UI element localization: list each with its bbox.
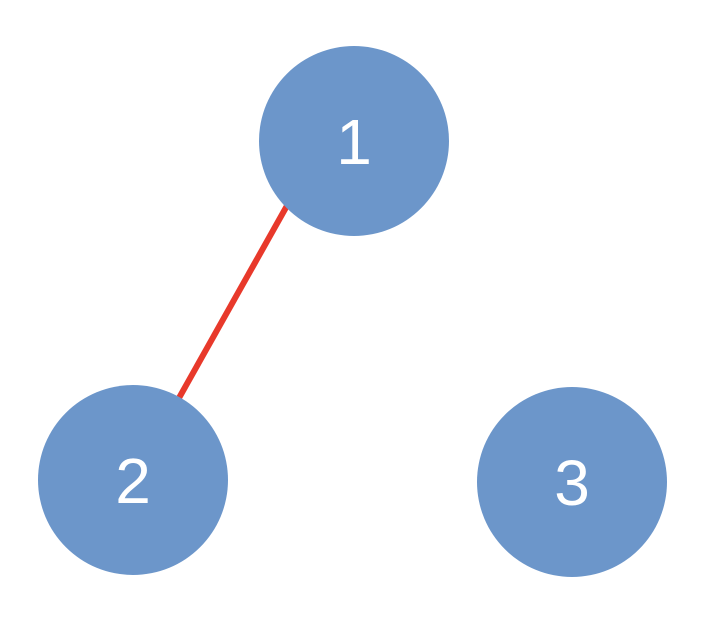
node-2-label: 2 <box>115 445 151 517</box>
node-2-circle <box>38 385 228 575</box>
node-3-circle <box>477 387 667 577</box>
node-1-circle <box>259 46 449 236</box>
graph-node-2: 2 <box>38 385 228 575</box>
edge-node1-node2 <box>167 193 296 416</box>
graph-node-3: 3 <box>477 387 667 577</box>
node-1-label: 1 <box>336 106 372 178</box>
node-3-label: 3 <box>554 447 590 519</box>
graph-node-1: 1 <box>259 46 449 236</box>
